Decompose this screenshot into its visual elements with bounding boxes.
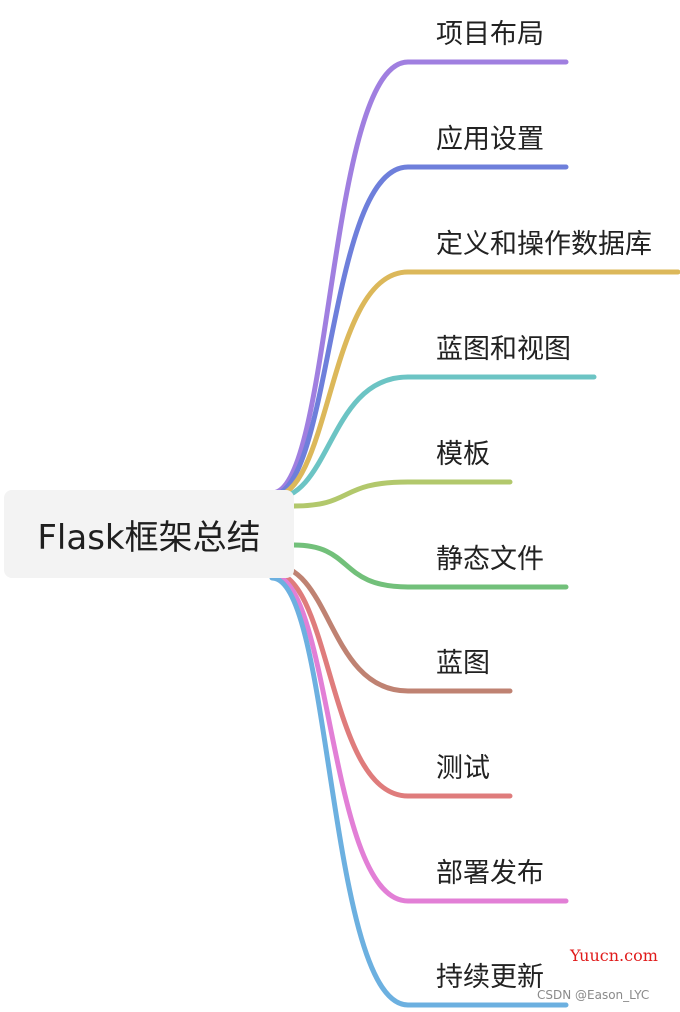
root-node-label: Flask框架总结 xyxy=(37,517,261,558)
branch-line xyxy=(269,572,569,904)
branch-node-label[interactable]: 部署发布 xyxy=(436,858,544,889)
branch-line xyxy=(269,59,569,496)
branch-line xyxy=(291,542,569,590)
watermark-site: Yuucn.com xyxy=(570,946,658,965)
branch-node-label[interactable]: 蓝图和视图 xyxy=(436,334,571,365)
branch-line xyxy=(269,374,597,502)
branch-line xyxy=(269,569,513,799)
branch-node-label[interactable]: 静态文件 xyxy=(436,544,544,575)
branch-node-label[interactable]: 应用设置 xyxy=(436,124,544,155)
branch-node-label[interactable]: 项目布局 xyxy=(436,19,544,50)
branch-line xyxy=(269,269,680,500)
branch-node-label[interactable]: 持续更新 xyxy=(436,962,544,993)
branch-line xyxy=(269,164,569,498)
root-node[interactable] xyxy=(4,490,294,578)
watermark-author: CSDN @Eason_LYC xyxy=(537,988,650,1002)
branch-node-label[interactable]: 蓝图 xyxy=(436,648,490,679)
branch-line xyxy=(291,479,513,509)
branch-node-label[interactable]: 定义和操作数据库 xyxy=(436,229,652,260)
branch-node-label[interactable]: 模板 xyxy=(436,439,490,470)
branch-line xyxy=(269,575,569,1008)
branch-node-label[interactable]: 测试 xyxy=(436,753,490,784)
